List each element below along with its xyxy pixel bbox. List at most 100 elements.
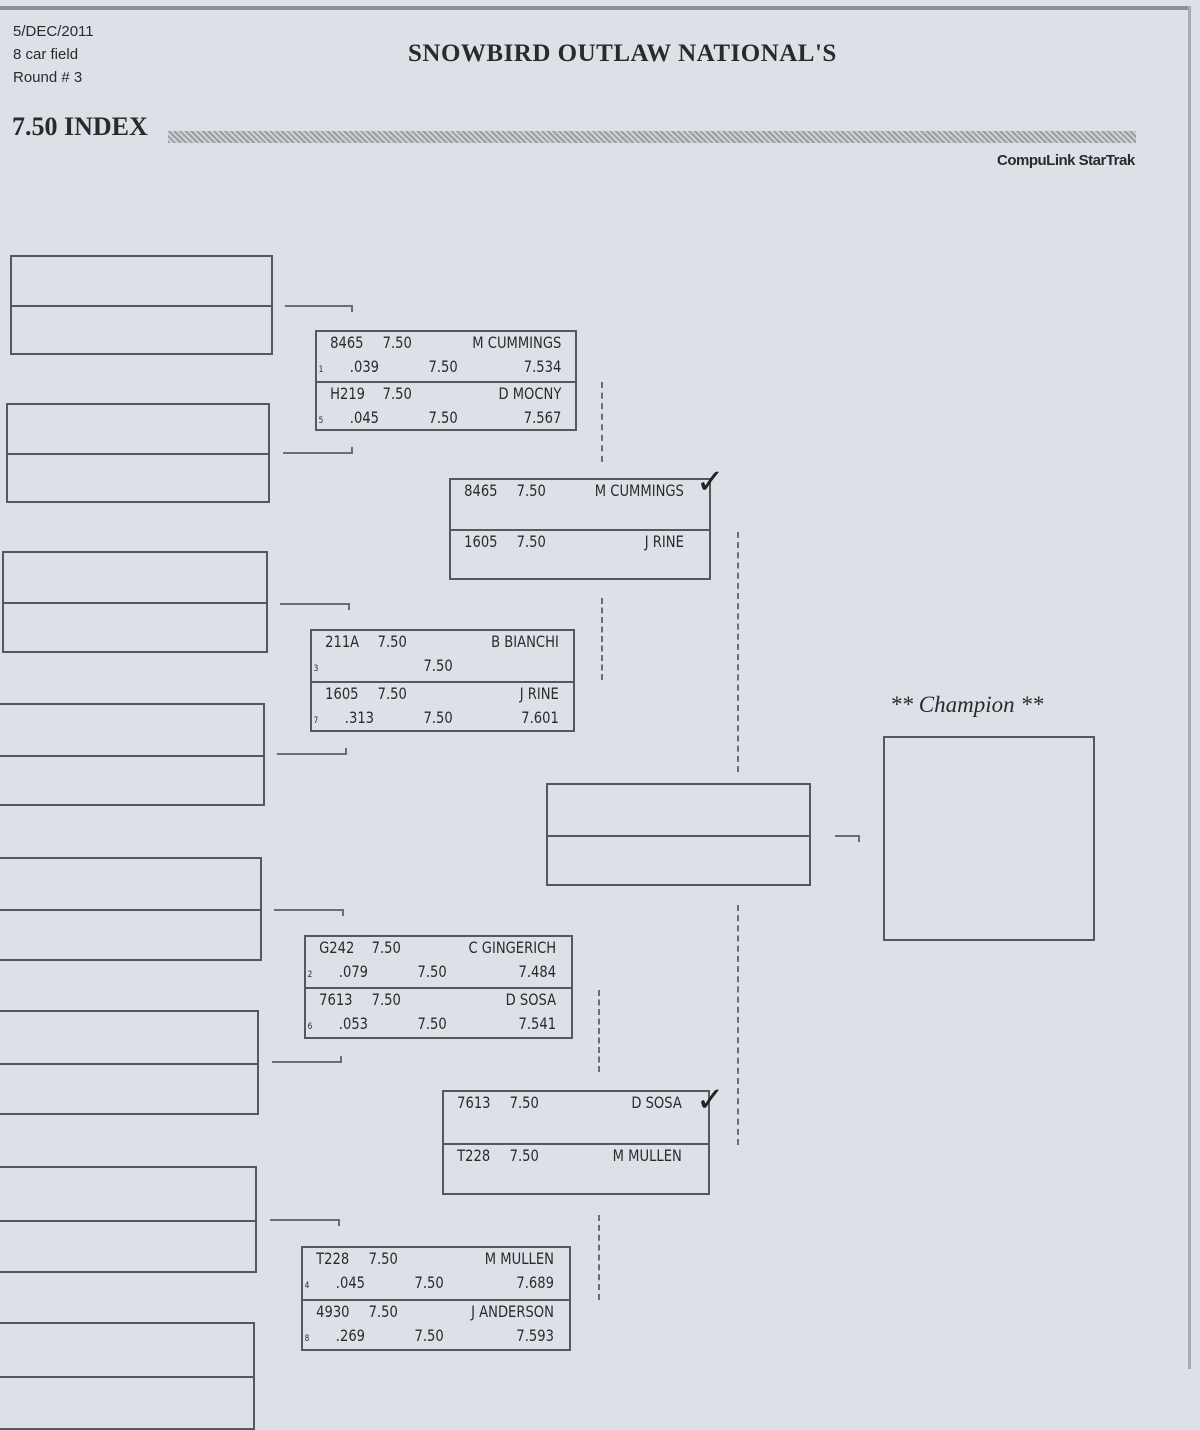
- racer-line: 1605 7.50 J RINE: [451, 532, 684, 556]
- bracket-dash: [601, 382, 603, 462]
- brand-label: CompuLink StarTrak: [997, 152, 1135, 169]
- top-rule: [0, 6, 1190, 10]
- racer-entry: 1605 7.50 J RINE 7 .313 7.50 7.601: [312, 680, 573, 731]
- champion-label: ** Champion **: [890, 692, 1044, 717]
- dial-in: 7.50: [423, 656, 453, 675]
- dial-in: 7.50: [509, 1145, 539, 1165]
- seed: 8: [304, 1333, 310, 1344]
- racer-entry: G242 7.50 C GINGERICH 2 .079 7.50 7.484: [306, 937, 571, 987]
- connector-line: [270, 1219, 340, 1226]
- racer-entry: 4930 7.50 J ANDERSON 8 .269 7.50 7.593: [303, 1298, 569, 1350]
- car-number: 7613: [457, 1093, 491, 1112]
- elapsed-time: 7.534: [523, 357, 562, 376]
- car-number: 211A: [325, 632, 360, 651]
- car-number: 8465: [330, 333, 364, 352]
- bracket-dash: [737, 905, 739, 1145]
- result-line: 1 .039 7.50 7.534: [317, 357, 562, 381]
- dial-in: 7.50: [516, 532, 546, 551]
- index-class: 7.50 INDEX: [12, 112, 148, 141]
- racer-line: 211A 7.50 B BIANCHI: [312, 632, 559, 656]
- empty-entry-box: [0, 1010, 259, 1115]
- header-info: 5/DEC/2011 8 car field Round # 3: [13, 20, 94, 89]
- car-number: T228: [316, 1249, 350, 1268]
- seed: 5: [318, 415, 324, 426]
- empty-entry-box: [0, 857, 262, 961]
- result-line: 5 .045 7.50 7.567: [317, 407, 562, 432]
- dial-in: 7.50: [423, 707, 453, 727]
- racer-line: T228 7.50 M MULLEN: [303, 1249, 554, 1273]
- matchup-box: 8465 7.50 M CUMMINGS 1 .039 7.50 7.534 H…: [315, 330, 577, 431]
- seed: 6: [307, 1022, 313, 1032]
- final-box: [546, 783, 811, 886]
- racer-name: D SOSA: [631, 1093, 682, 1112]
- empty-entry-box: [0, 703, 265, 806]
- matchup-box: T228 7.50 M MULLEN 4 .045 7.50 7.689 493…: [301, 1246, 571, 1351]
- reaction-time: .039: [349, 357, 380, 376]
- car-number: T228: [457, 1145, 491, 1165]
- car-number: 1605: [464, 532, 498, 551]
- racer-line: 7613 7.50 D SOSA: [444, 1093, 682, 1117]
- empty-entry-box: [10, 255, 273, 355]
- elapsed-time: 7.593: [516, 1325, 554, 1345]
- dial-in: 7.50: [414, 1273, 444, 1292]
- matchup-box: G242 7.50 C GINGERICH 2 .079 7.50 7.484 …: [304, 935, 573, 1039]
- racer-name: M MULLEN: [612, 1145, 682, 1165]
- racer-name: J RINE: [519, 683, 559, 703]
- event-date: 5/DEC/2011: [13, 23, 94, 40]
- champion-box: [883, 736, 1095, 941]
- dial-in: 7.50: [428, 407, 458, 427]
- racer-entry: 7613 7.50 D SOSA: [444, 1092, 708, 1143]
- racer-name: C GINGERICH: [468, 938, 557, 957]
- racer-entry: T228 7.50 M MULLEN: [444, 1142, 708, 1194]
- racer-line: 8465 7.50 M CUMMINGS: [317, 333, 561, 357]
- racer-name: B BIANCHI: [491, 632, 559, 651]
- seed: 2: [307, 970, 313, 980]
- racer-line: 4930 7.50 J ANDERSON: [303, 1301, 554, 1326]
- car-number: G242: [319, 938, 355, 957]
- semifinal-box: 7613 7.50 D SOSA T228 7.50 M MULLEN: [442, 1090, 710, 1195]
- racer-name: M CUMMINGS: [594, 481, 684, 500]
- racer-entry: 1605 7.50 J RINE: [451, 529, 709, 578]
- result-line: 3 7.50: [312, 656, 526, 680]
- dial-in: 7.50: [371, 990, 401, 1009]
- racer-name: J ANDERSON: [471, 1301, 554, 1321]
- empty-entry-box: [0, 1322, 255, 1430]
- empty-entry-box: [6, 403, 270, 503]
- bracket-dash: [598, 990, 600, 1072]
- connector-line: [272, 1061, 342, 1063]
- bracket-dash: [598, 1215, 600, 1300]
- bracket-dash: [601, 598, 603, 680]
- dial-in: 7.50: [509, 1093, 539, 1112]
- seed: 4: [304, 1281, 310, 1291]
- racer-line: 1605 7.50 J RINE: [312, 683, 559, 708]
- car-number: H219: [330, 383, 366, 403]
- elapsed-time: 7.601: [521, 707, 559, 727]
- result-line: 6 .053 7.50 7.541: [306, 1014, 556, 1038]
- racer-entry: 211A 7.50 B BIANCHI 3 7.50: [312, 631, 573, 681]
- racer-line: H219 7.50 D MOCNY: [317, 383, 561, 408]
- racer-name: M MULLEN: [484, 1249, 554, 1268]
- racer-entry: 7613 7.50 D SOSA 6 .053 7.50 7.541: [306, 987, 571, 1037]
- racer-name: D MOCNY: [498, 383, 562, 403]
- connector-line: [274, 909, 344, 916]
- connector-line: [283, 452, 353, 454]
- racer-line: 8465 7.50 M CUMMINGS: [451, 481, 684, 505]
- result-line: 2 .079 7.50 7.484: [306, 962, 556, 986]
- seed: 3: [313, 664, 319, 674]
- result-line: 8 .269 7.50 7.593: [303, 1325, 554, 1350]
- connector-line: [285, 305, 353, 312]
- racer-line: G242 7.50 C GINGERICH: [306, 938, 556, 962]
- elapsed-time: 7.689: [516, 1273, 554, 1292]
- reaction-time: .269: [335, 1325, 366, 1345]
- field-size: 8 car field: [13, 46, 79, 63]
- event-title: SNOWBIRD OUTLAW NATIONAL'S: [408, 40, 837, 67]
- round-number: Round # 3: [13, 69, 83, 86]
- reaction-time: .079: [338, 962, 369, 981]
- racer-entry: 8465 7.50 M CUMMINGS: [451, 480, 709, 529]
- dial-in: 7.50: [377, 683, 407, 703]
- racer-entry: T228 7.50 M MULLEN 4 .045 7.50 7.689: [303, 1248, 569, 1299]
- car-number: 4930: [316, 1301, 350, 1321]
- elapsed-time: 7.567: [523, 407, 562, 427]
- connector-line: [280, 603, 350, 610]
- dial-in: 7.50: [371, 938, 401, 957]
